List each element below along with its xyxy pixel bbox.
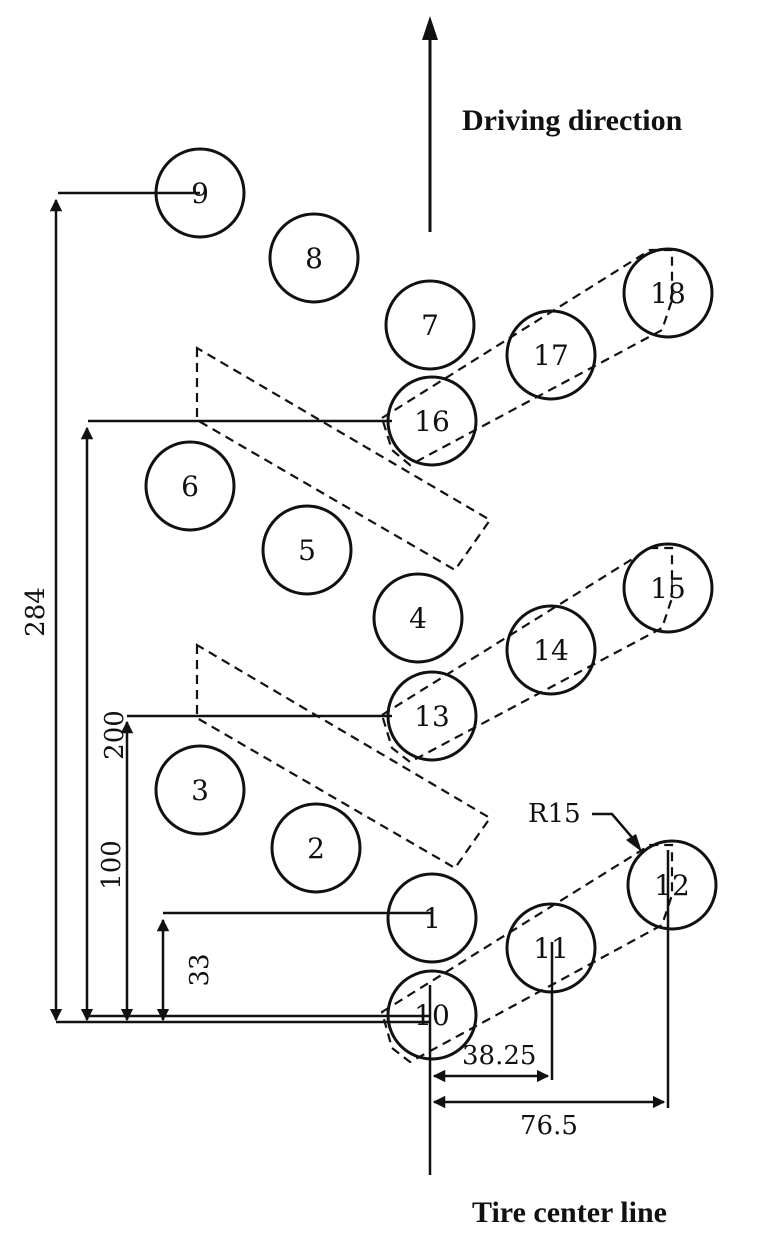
circle-15-label: 15 — [650, 572, 686, 605]
circle-5-outline — [261, 504, 353, 596]
tire-center-line-label: Tire center line — [472, 1196, 667, 1229]
dimension-76-5 — [432, 850, 670, 1109]
circle-15-outline — [622, 542, 714, 634]
radius-leader — [592, 812, 642, 852]
circle-18-outline — [622, 247, 714, 339]
circle-6-label: 6 — [181, 470, 199, 503]
dimension-33 — [156, 911, 432, 1022]
driving-direction-label: Driving direction — [462, 104, 683, 137]
circle-15: 15 — [622, 542, 714, 634]
circle-16: 16 — [386, 375, 478, 467]
circle-7: 7 — [384, 279, 476, 371]
circle-17: 17 — [505, 309, 597, 401]
circle-8-outline — [268, 212, 360, 304]
dimension-284-label: 284 — [21, 587, 51, 637]
circle-14-outline — [505, 604, 597, 696]
circle-5-label: 5 — [298, 534, 316, 567]
circle-18-label: 18 — [650, 277, 686, 310]
circle-3: 3 — [154, 744, 246, 836]
dimension-100 — [120, 714, 392, 1022]
circle-7-outline — [384, 279, 476, 371]
circle-6-outline — [144, 440, 236, 532]
circle-2-label: 2 — [307, 832, 325, 865]
circle-7-label: 7 — [421, 309, 439, 342]
circle-1: 1 — [386, 872, 478, 964]
dimension-76-5-label: 76.5 — [520, 1111, 578, 1141]
circle-13-label: 13 — [414, 700, 450, 733]
dimension-38-25-label: 38.25 — [462, 1041, 536, 1071]
circle-2: 2 — [270, 802, 362, 894]
circle-17-outline — [505, 309, 597, 401]
circle-12-label: 12 — [654, 869, 690, 902]
circle-12-outline — [626, 839, 718, 931]
dimension-38-25 — [432, 942, 554, 1083]
dashed-groove-upper — [195, 346, 492, 572]
circle-5: 5 — [261, 504, 353, 596]
circle-4-outline — [372, 572, 464, 664]
dashed-band-middle — [380, 546, 674, 764]
circle-3-label: 3 — [191, 774, 209, 807]
circle-14: 14 — [505, 604, 597, 696]
circle-4-label: 4 — [409, 602, 427, 635]
circle-12: 12 — [626, 839, 718, 931]
dimension-100-label: 100 — [97, 840, 127, 890]
circle-1-outline — [386, 872, 478, 964]
circle-18: 18 — [622, 247, 714, 339]
circle-2-outline — [270, 802, 362, 894]
dimension-200 — [80, 419, 392, 1022]
circle-4: 4 — [372, 572, 464, 664]
circle-6: 6 — [144, 440, 236, 532]
circle-13: 13 — [386, 670, 478, 762]
circle-3-outline — [154, 744, 246, 836]
dimension-284 — [49, 191, 200, 1022]
base-line — [56, 1014, 430, 1024]
circle-8: 8 — [268, 212, 360, 304]
dashed-groove-lower — [195, 643, 492, 870]
circle-17-label: 17 — [533, 339, 569, 372]
dimension-33-label: 33 — [185, 953, 215, 986]
radius-label: R15 — [528, 799, 581, 829]
circle-1-label: 1 — [423, 902, 441, 935]
circle-8-label: 8 — [305, 242, 323, 275]
circle-14-label: 14 — [533, 634, 569, 667]
circle-16-label: 16 — [414, 405, 450, 438]
dimension-200-label: 200 — [100, 710, 130, 760]
driving-direction-arrow — [422, 16, 438, 232]
